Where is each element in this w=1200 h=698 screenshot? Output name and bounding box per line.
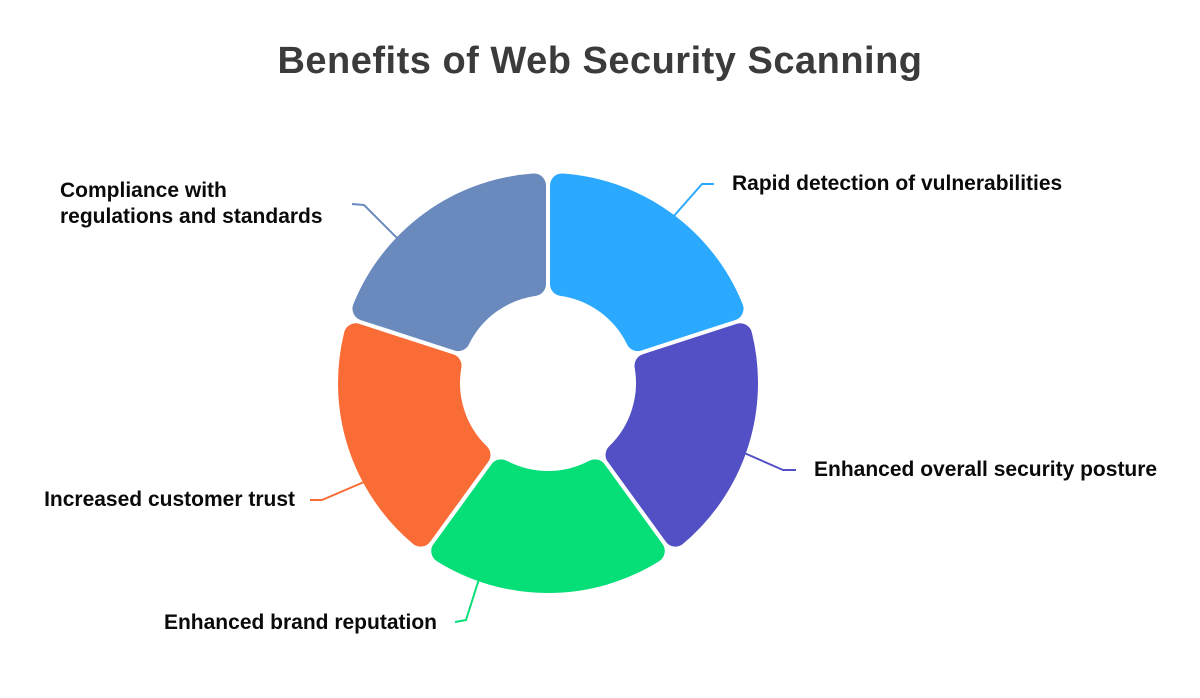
donut-segment-brand-reputation [427, 455, 669, 597]
segment-label-compliance-line2: regulations and standards [60, 205, 323, 228]
segment-label-customer-trust: Increased customer trust [44, 488, 295, 511]
donut-segment-security-posture [601, 319, 762, 551]
segment-label-brand-reputation: Enhanced brand reputation [163, 611, 437, 634]
leader-line-compliance [351, 203, 399, 240]
segment-label-rapid-detection: Rapid detection of vulnerabilities [732, 172, 1063, 195]
segment-label-security-posture: Enhanced overall security posture [814, 458, 1158, 481]
segment-label-compliance-line1: Compliance with [60, 179, 227, 202]
leader-line-brand-reputation [454, 578, 480, 623]
donut-segment-compliance [348, 169, 550, 356]
leader-line-rapid-detection [672, 183, 714, 218]
donut-segment-rapid-detection [546, 169, 748, 356]
segment-label-compliance: Compliance with regulations and standard… [60, 178, 323, 230]
leader-line-customer-trust [310, 481, 365, 501]
leader-line-security-posture [741, 451, 796, 471]
donut-segment-customer-trust [334, 319, 495, 551]
chart-title: Benefits of Web Security Scanning [277, 40, 923, 82]
